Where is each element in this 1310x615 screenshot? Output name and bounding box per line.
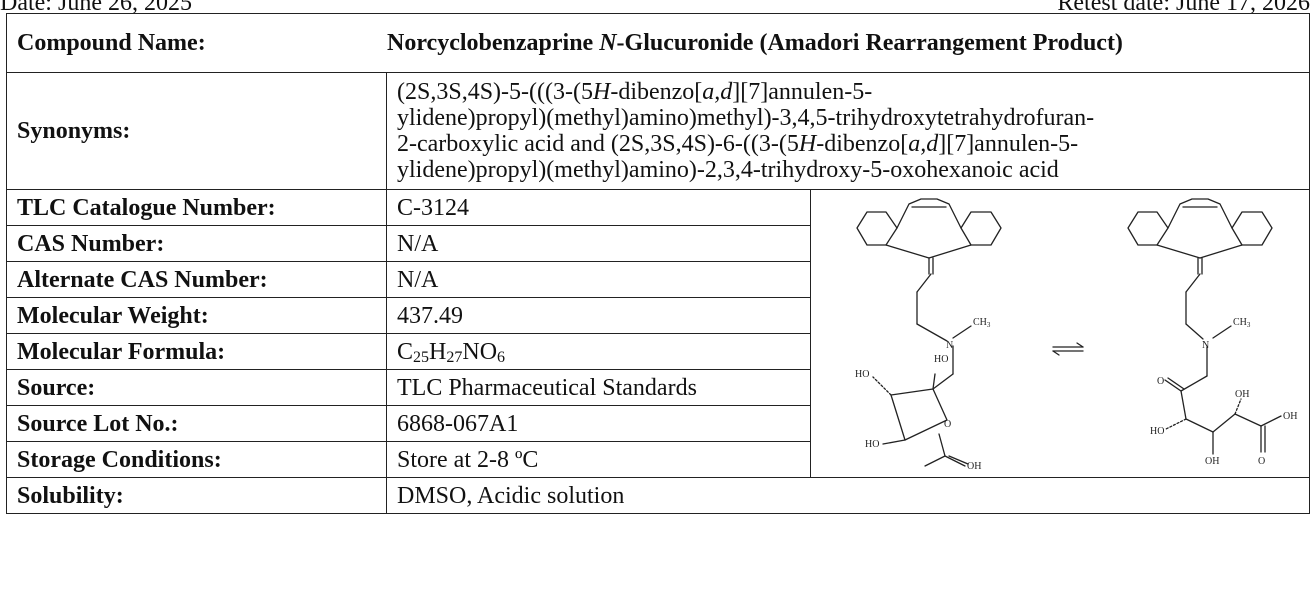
ring-oxygen-label: O (944, 419, 951, 430)
molecular-formula-value: C25H27NO6 (386, 333, 811, 370)
methyl-label: CH3 (1233, 317, 1251, 329)
source-lot-label: Source Lot No.: (6, 405, 387, 442)
chemical-structure-diagram: CH3 N HO HO HO O OH CH3 N O OH HO OH OH … (855, 198, 1297, 472)
hydroxyl-label: OH (1235, 389, 1249, 400)
synonyms-value: (2S,3S,4S)-5-(((3-(5H-dibenzo[a,d][7]ann… (386, 72, 1310, 190)
source-lot-value: 6868-067A1 (386, 405, 811, 442)
solubility-value: DMSO, Acidic solution (386, 477, 1310, 514)
molecular-weight-label: Molecular Weight: (6, 297, 387, 334)
carboxyl-oh-label: OH (967, 461, 981, 472)
hydroxyl-label: HO (855, 369, 869, 380)
source-label: Source: (6, 369, 387, 406)
compound-name-value: Norcyclobenzaprine N-Glucuronide (Amador… (387, 30, 1123, 56)
molecular-weight-value: 437.49 (386, 297, 811, 334)
hydroxyl-label: HO (1150, 426, 1164, 437)
retest-date: Retest date: June 17, 2026 (1057, 0, 1310, 16)
catalogue-number-value: C-3124 (386, 189, 811, 226)
catalogue-number-label: TLC Catalogue Number: (6, 189, 387, 226)
carboxyl-oh-label: OH (1283, 411, 1297, 422)
nitrogen-label: N (1202, 340, 1209, 351)
storage-conditions-value: Store at 2-8 ºC (386, 441, 811, 478)
cas-number-label: CAS Number: (6, 225, 387, 262)
synonym-line: ylidene)propyl)(methyl)amino)methyl)-3,4… (397, 105, 1095, 131)
equilibrium-arrow (1052, 342, 1084, 356)
hydroxyl-label: HO (934, 354, 948, 365)
alternate-cas-label: Alternate CAS Number: (6, 261, 387, 298)
open-chain-form-structure (1127, 198, 1282, 455)
synonym-line: 2-carboxylic acid and (2S,3S,4S)-6-((3-(… (397, 131, 1079, 157)
cas-number-value: N/A (386, 225, 811, 262)
carbonyl-oxygen-label: O (1258, 456, 1265, 467)
property-row: Source: TLC Pharmaceutical Standards (6, 369, 1310, 406)
property-row: Storage Conditions: Store at 2-8 ºC (6, 441, 1310, 478)
hydroxyl-label: HO (865, 439, 879, 450)
keto-oxygen-label: O (1157, 376, 1164, 387)
hydroxyl-label: OH (1205, 456, 1219, 467)
compound-name-cell: Compound Name: Norcyclobenzaprine N-Glucu… (6, 13, 1310, 73)
compound-name-row: Compound Name: Norcyclobenzaprine N-Glucu… (6, 13, 1310, 73)
synonym-line: (2S,3S,4S)-5-(((3-(5H-dibenzo[a,d][7]ann… (397, 79, 873, 105)
alternate-cas-value: N/A (386, 261, 811, 298)
synonym-line: ylidene)propyl)(methyl)amino)-2,3,4-trih… (397, 157, 1059, 183)
chemical-structure-cell: CH3 N HO HO HO O OH CH3 N O OH HO OH OH … (810, 189, 1310, 478)
document-date: Date: June 26, 2025 (0, 0, 192, 16)
storage-conditions-label: Storage Conditions: (6, 441, 387, 478)
nitrogen-label: N (946, 340, 953, 351)
synonyms-label: Synonyms: (6, 72, 387, 190)
molecular-formula-label: Molecular Formula: (6, 333, 387, 370)
property-row: Molecular Weight: 437.49 (6, 297, 1310, 334)
furanose-form-structure (856, 198, 1002, 467)
compound-name-label: Compound Name: (17, 30, 206, 56)
synonyms-row: Synonyms: (2S,3S,4S)-5-(((3-(5H-dibenzo[… (6, 72, 1310, 190)
solubility-label: Solubility: (6, 477, 387, 514)
methyl-label: CH3 (973, 317, 991, 329)
property-row: TLC Catalogue Number: C-3124 (6, 189, 1310, 478)
property-row: Source Lot No.: 6868-067A1 (6, 405, 1310, 442)
solubility-row: Solubility: DMSO, Acidic solution (6, 477, 1310, 514)
source-value: TLC Pharmaceutical Standards (386, 369, 811, 406)
specification-table: Compound Name: Norcyclobenzaprine N-Glucu… (6, 13, 1310, 514)
